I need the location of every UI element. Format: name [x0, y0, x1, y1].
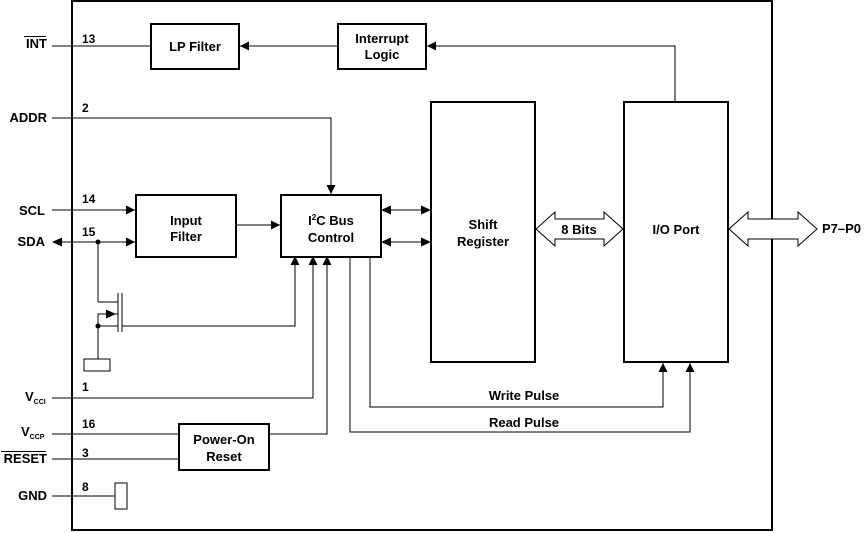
i2c-shift-bidir-2 [381, 237, 431, 247]
sda-transistor [83, 239, 300, 372]
i2c-shift-bidir-1 [381, 205, 431, 215]
vcci-wire [52, 256, 318, 399]
scl-signal-label: SCL [19, 203, 45, 218]
power-on-reset-label-2: Reset [206, 449, 242, 464]
io-to-interrupt-wire [427, 41, 676, 102]
addr-pin-number: 2 [82, 101, 89, 115]
read-pulse-label: Read Pulse [489, 415, 559, 430]
vccp-signal-label: VCCP [21, 424, 45, 441]
power-on-reset-block: Power-On Reset [178, 423, 270, 471]
pin-int: INT 13 [24, 32, 151, 51]
io-port-label: I/O Port [653, 222, 701, 237]
pin-scl: SCL 14 [19, 192, 135, 218]
sda-out-arrow [52, 237, 62, 247]
pin-reset: RESET 3 [1, 446, 179, 466]
scl-pin-number: 14 [82, 192, 96, 206]
write-pulse-wire: Write Pulse [369, 257, 668, 408]
shift-register-block: Shift Register [430, 101, 536, 363]
pin-vcci: VCCI 1 [25, 256, 318, 406]
i2c-bus-control-label-1: I2C Bus [308, 213, 354, 228]
write-pulse-label: Write Pulse [489, 388, 560, 403]
addr-wire [52, 117, 336, 194]
int-signal-label: INT [26, 36, 47, 51]
sda-pin-number: 15 [82, 225, 96, 239]
interrupt-logic-label-1: Interrupt [355, 31, 409, 46]
vcci-signal-label: VCCI [25, 389, 46, 406]
interrupt-logic-label-2: Logic [365, 47, 400, 62]
io-port-block: I/O Port [623, 101, 729, 363]
reset-signal-label: RESET [4, 451, 47, 466]
shift-register-label-2: Register [457, 234, 509, 249]
sda-ground-connector [83, 358, 111, 372]
vccp-pin-number: 16 [82, 417, 96, 431]
int-pin-number: 13 [82, 32, 96, 46]
pin-gnd: GND 8 [18, 480, 128, 510]
pin-vccp: VCCP 16 [21, 417, 179, 441]
input-filter-label-1: Input [170, 213, 202, 228]
reset-to-i2c-wire [269, 256, 332, 435]
pin-sda: SDA 15 [18, 225, 135, 249]
port-bus-arrow [728, 210, 818, 248]
pin-port: P7–P0 [822, 221, 861, 236]
input-filter-block: Input Filter [135, 194, 237, 258]
chip-outline [71, 0, 773, 531]
gnd-pin-number: 8 [82, 480, 89, 494]
shift-register-label-1: Shift [469, 217, 499, 232]
reset-pin-number: 3 [82, 446, 89, 460]
i2c-bus-control-block: I2C Bus Control [280, 194, 382, 258]
gnd-connector [114, 482, 128, 510]
sda-signal-label: SDA [18, 234, 46, 249]
interrupt-logic-block: Interrupt Logic [337, 23, 427, 70]
lp-filter-block: LP Filter [150, 23, 240, 70]
eight-bit-bus-arrow: 8 Bits [535, 210, 624, 248]
pin-addr: ADDR 2 [9, 101, 336, 194]
port-signal-label: P7–P0 [822, 221, 861, 236]
input-filter-label-2: Filter [170, 229, 202, 244]
i2c-bus-control-label-2: Control [308, 230, 354, 245]
lp-filter-label: LP Filter [169, 39, 221, 54]
power-on-reset-label-1: Power-On [193, 432, 254, 447]
sda-feedback-wire [122, 256, 300, 327]
gnd-signal-label: GND [18, 488, 47, 503]
eight-bits-label: 8 Bits [561, 222, 596, 237]
vcci-pin-number: 1 [82, 380, 89, 394]
read-pulse-wire: Read Pulse [349, 257, 695, 433]
addr-signal-label: ADDR [9, 110, 47, 125]
